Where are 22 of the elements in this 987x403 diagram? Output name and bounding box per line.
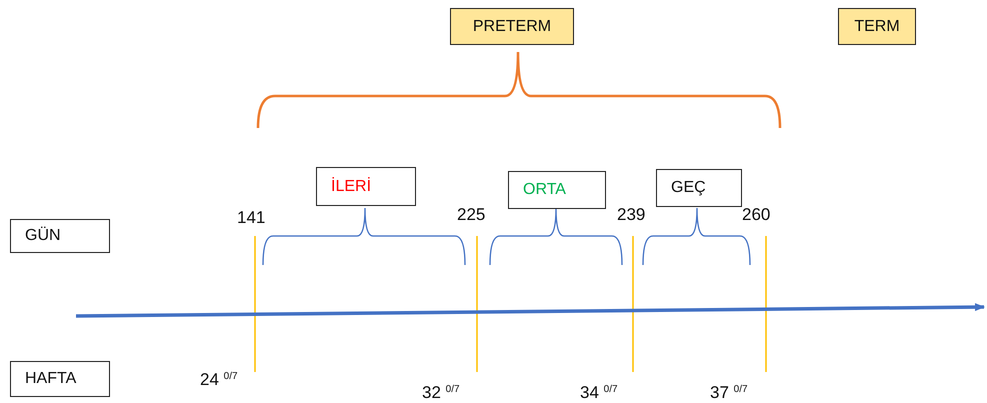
week-label: 34 $^{0/7}$ xyxy=(580,383,618,403)
day-label: 260 xyxy=(742,205,770,225)
box-label: ORTA xyxy=(523,181,566,199)
box-label: GÜN xyxy=(25,227,61,245)
label-box xyxy=(508,171,606,209)
box-label: GEÇ xyxy=(671,179,706,197)
week-label: 32 $^{0/7}$ xyxy=(422,383,460,403)
label-box xyxy=(10,219,110,253)
week-label: 37 $^{0/7}$ xyxy=(710,383,748,403)
day-label: 225 xyxy=(457,205,486,225)
box-label: HAFTA xyxy=(25,370,76,388)
label-box xyxy=(316,167,416,206)
label-box xyxy=(10,361,110,397)
day-label: 239 xyxy=(617,205,646,225)
box-label: İLERİ xyxy=(331,178,372,196)
week-label: 24 $^{0/7}$ xyxy=(200,370,238,390)
label-box xyxy=(656,169,742,207)
category-box xyxy=(450,8,574,45)
box-label: PRETERM xyxy=(472,18,552,36)
category-box xyxy=(838,8,916,45)
box-label: TERM xyxy=(854,18,900,36)
day-label: 141 xyxy=(237,208,266,228)
